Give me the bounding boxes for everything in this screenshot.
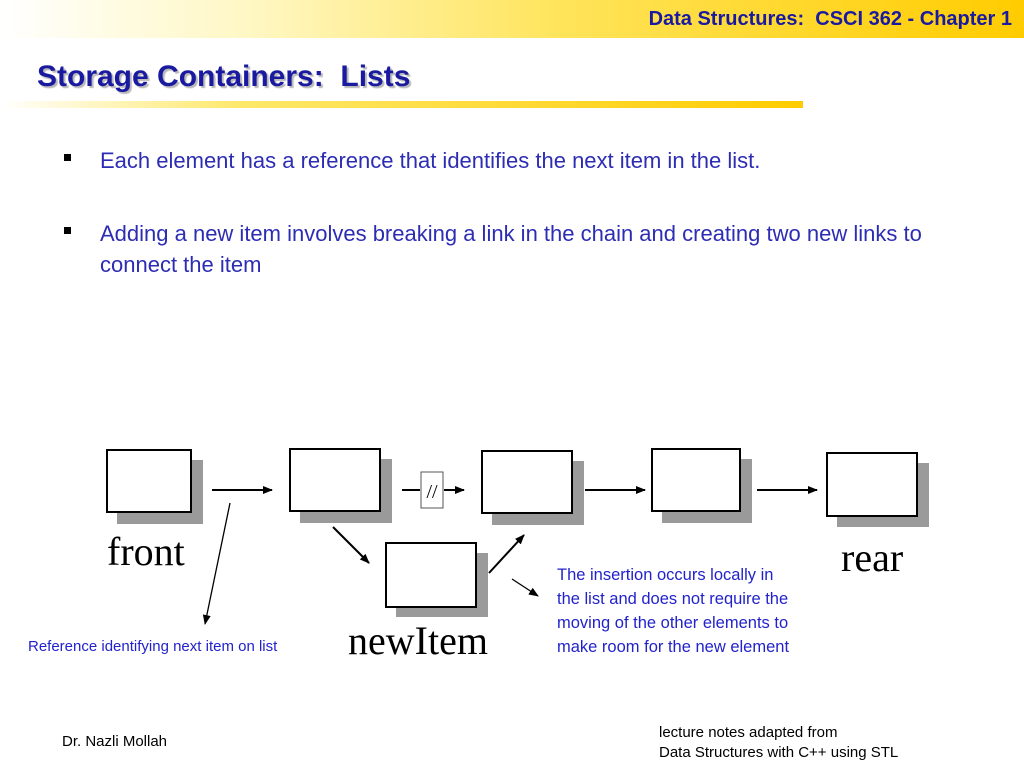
list-node-rear xyxy=(826,452,929,527)
new-link-arrow-in xyxy=(332,526,370,564)
credits-line: lecture notes adapted from xyxy=(659,724,838,741)
title-underline xyxy=(0,101,803,108)
broken-link-box xyxy=(420,471,444,509)
bullet-item: Adding a new item involves breaking a li… xyxy=(62,218,942,280)
reference-label: Reference identifying next item on list xyxy=(28,638,278,655)
insertion-note: The insertion occurs locally in the list… xyxy=(557,566,790,656)
list-node xyxy=(289,448,392,523)
header-band xyxy=(0,0,1024,38)
author-name: Dr. Nazli Mollah xyxy=(62,733,168,750)
credits-line: Data Structures with C++ using STL xyxy=(659,744,899,761)
new-link-arrow-out xyxy=(488,534,525,574)
square-bullet-icon xyxy=(64,154,71,161)
front-label: front xyxy=(107,529,185,574)
reference-callout-arrow xyxy=(202,502,231,625)
broken-link-mark: // xyxy=(426,481,438,503)
list-node-front xyxy=(106,449,203,524)
list-node xyxy=(651,448,752,523)
square-bullet-icon xyxy=(64,227,71,234)
credits: lecture notes adapted from Data Structur… xyxy=(659,723,898,763)
bullet-item: Each element has a reference that identi… xyxy=(62,145,942,176)
bullet-text: Adding a new item involves breaking a li… xyxy=(100,221,922,277)
list-node-new-item xyxy=(385,542,488,617)
list-node xyxy=(481,450,584,525)
bullet-text: Each element has a reference that identi… xyxy=(100,148,761,173)
note-callout-arrow xyxy=(511,578,539,597)
new-item-label: newItem xyxy=(348,618,488,663)
rear-label: rear xyxy=(841,535,904,580)
course-title: Data Structures: CSCI 362 - Chapter 1 xyxy=(648,8,1012,30)
bullet-list: Each element has a reference that identi… xyxy=(62,145,942,322)
slide-title: Storage Containers: Lists xyxy=(37,60,411,93)
